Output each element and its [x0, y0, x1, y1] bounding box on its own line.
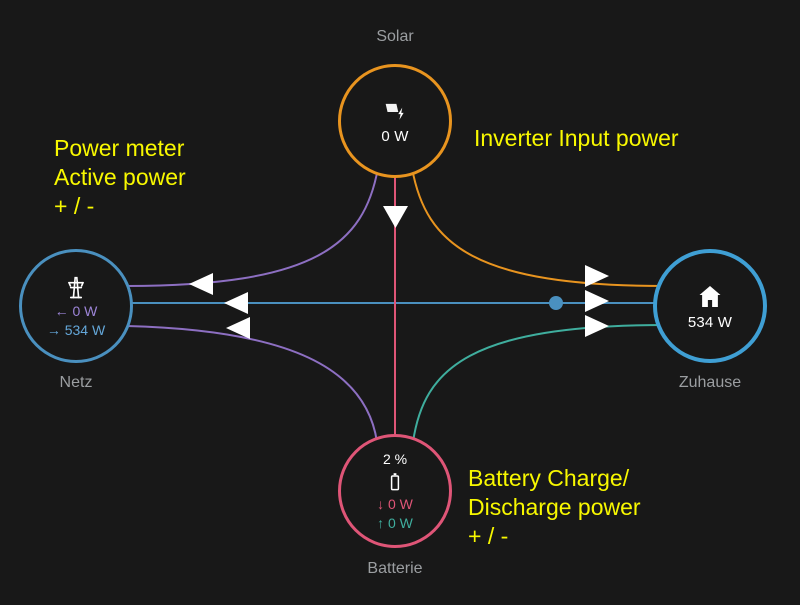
annotation-line: Inverter Input power: [474, 125, 679, 151]
solar-power-value: 0 W: [381, 127, 409, 145]
home-label: Zuhause: [678, 374, 742, 391]
battery-soc-value: 2 %: [382, 450, 408, 467]
battery-icon: [383, 470, 407, 494]
node-grid[interactable]: ← 0 W → 534 W: [19, 249, 133, 363]
annotation-line: Active power: [54, 163, 186, 190]
arrow-left-grid-to-battery-icon: [226, 317, 250, 339]
solar-label: Solar: [376, 28, 414, 45]
arrow-right-to-home-bottom-icon: [585, 315, 609, 337]
arrow-right-to-home-middle-icon: [585, 290, 609, 312]
arrow-right-to-home-top-icon: [585, 265, 609, 287]
annotation-power-meter: Power meter Active power + / -: [54, 134, 186, 221]
flow-line-solar-to-home: [411, 167, 666, 287]
annotation-line: + / -: [468, 522, 509, 549]
arrow-left-grid-line-icon: [224, 292, 248, 314]
annotation-battery-power: Battery Charge/ Discharge power + / -: [468, 464, 641, 551]
home-icon: [695, 282, 725, 312]
flow-line-battery-to-home: [412, 324, 667, 443]
grid-export-value: ← 0 W: [54, 303, 98, 320]
home-power-value: 534 W: [687, 313, 733, 331]
annotation-inverter-input: Inverter Input power: [474, 124, 679, 153]
annotation-line: Power meter: [54, 135, 185, 161]
node-home[interactable]: 534 W: [653, 249, 767, 363]
battery-charge-value: ↓ 0 W: [377, 495, 413, 512]
annotation-line: Battery Charge/: [468, 465, 630, 491]
node-battery[interactable]: 2 % ↓ 0 W ↑ 0 W: [338, 434, 452, 548]
grid-import-value: → 534 W: [46, 322, 106, 338]
battery-discharge-value: ↑ 0 W: [377, 514, 413, 531]
arrow-left-solar-to-grid-icon: [189, 273, 213, 295]
node-solar[interactable]: 0 W: [338, 64, 452, 178]
battery-label: Batterie: [367, 560, 423, 577]
flow-line-grid-to-battery: [124, 325, 378, 443]
arrow-down-solar-to-battery-icon: [383, 206, 408, 228]
annotation-line: Discharge power: [468, 493, 641, 520]
flow-dot-grid-to-home: [549, 296, 563, 310]
annotation-line: + / -: [54, 192, 95, 219]
grid-label: Netz: [59, 374, 93, 391]
transmission-tower-icon: [62, 273, 90, 301]
solar-panel-icon: [381, 98, 409, 126]
